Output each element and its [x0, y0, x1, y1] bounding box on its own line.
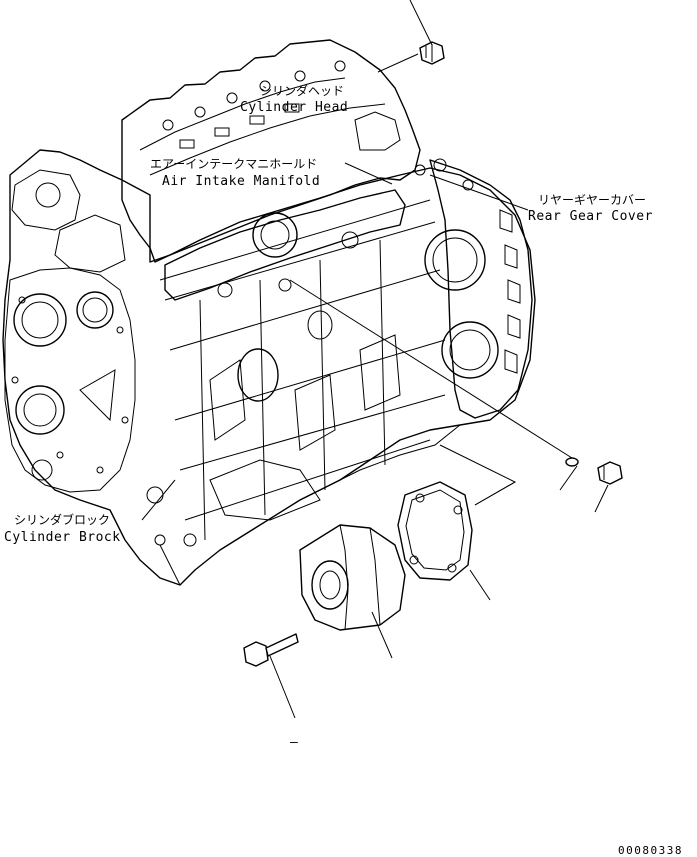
dash-mark: –: [290, 735, 299, 750]
gasket: [397, 481, 473, 581]
plug-top: [419, 41, 445, 65]
air-intake-manifold-label-en: Air Intake Manifold: [162, 174, 321, 189]
o-ring: [565, 457, 579, 467]
plug-right: [597, 461, 623, 485]
cylinder-head-label-en: Cylinder Head: [240, 100, 349, 115]
rear-gear-cover-shape: [414, 158, 533, 419]
cylinder-head-label-jp: シリンダヘッド: [260, 84, 345, 98]
air-intake-manifold-label-jp: エアーインテークマニホールド: [150, 157, 318, 171]
drawing-number: 00080338: [618, 844, 683, 857]
cylinder-block-shape: [2, 149, 536, 586]
cylinder-head-shape: [121, 39, 421, 263]
rear-gear-cover-label-en: Rear Gear Cover: [528, 209, 653, 224]
leader-lines: [141, 0, 609, 719]
cylinder-block-label-en: Cylinder Brock: [4, 530, 121, 545]
bolt: [243, 633, 299, 667]
rear-gear-cover-label-jp: リヤーギヤーカバー: [538, 193, 647, 207]
cover-housing: [299, 524, 406, 631]
cylinder-block-label-jp: シリンダブロック: [14, 513, 111, 527]
